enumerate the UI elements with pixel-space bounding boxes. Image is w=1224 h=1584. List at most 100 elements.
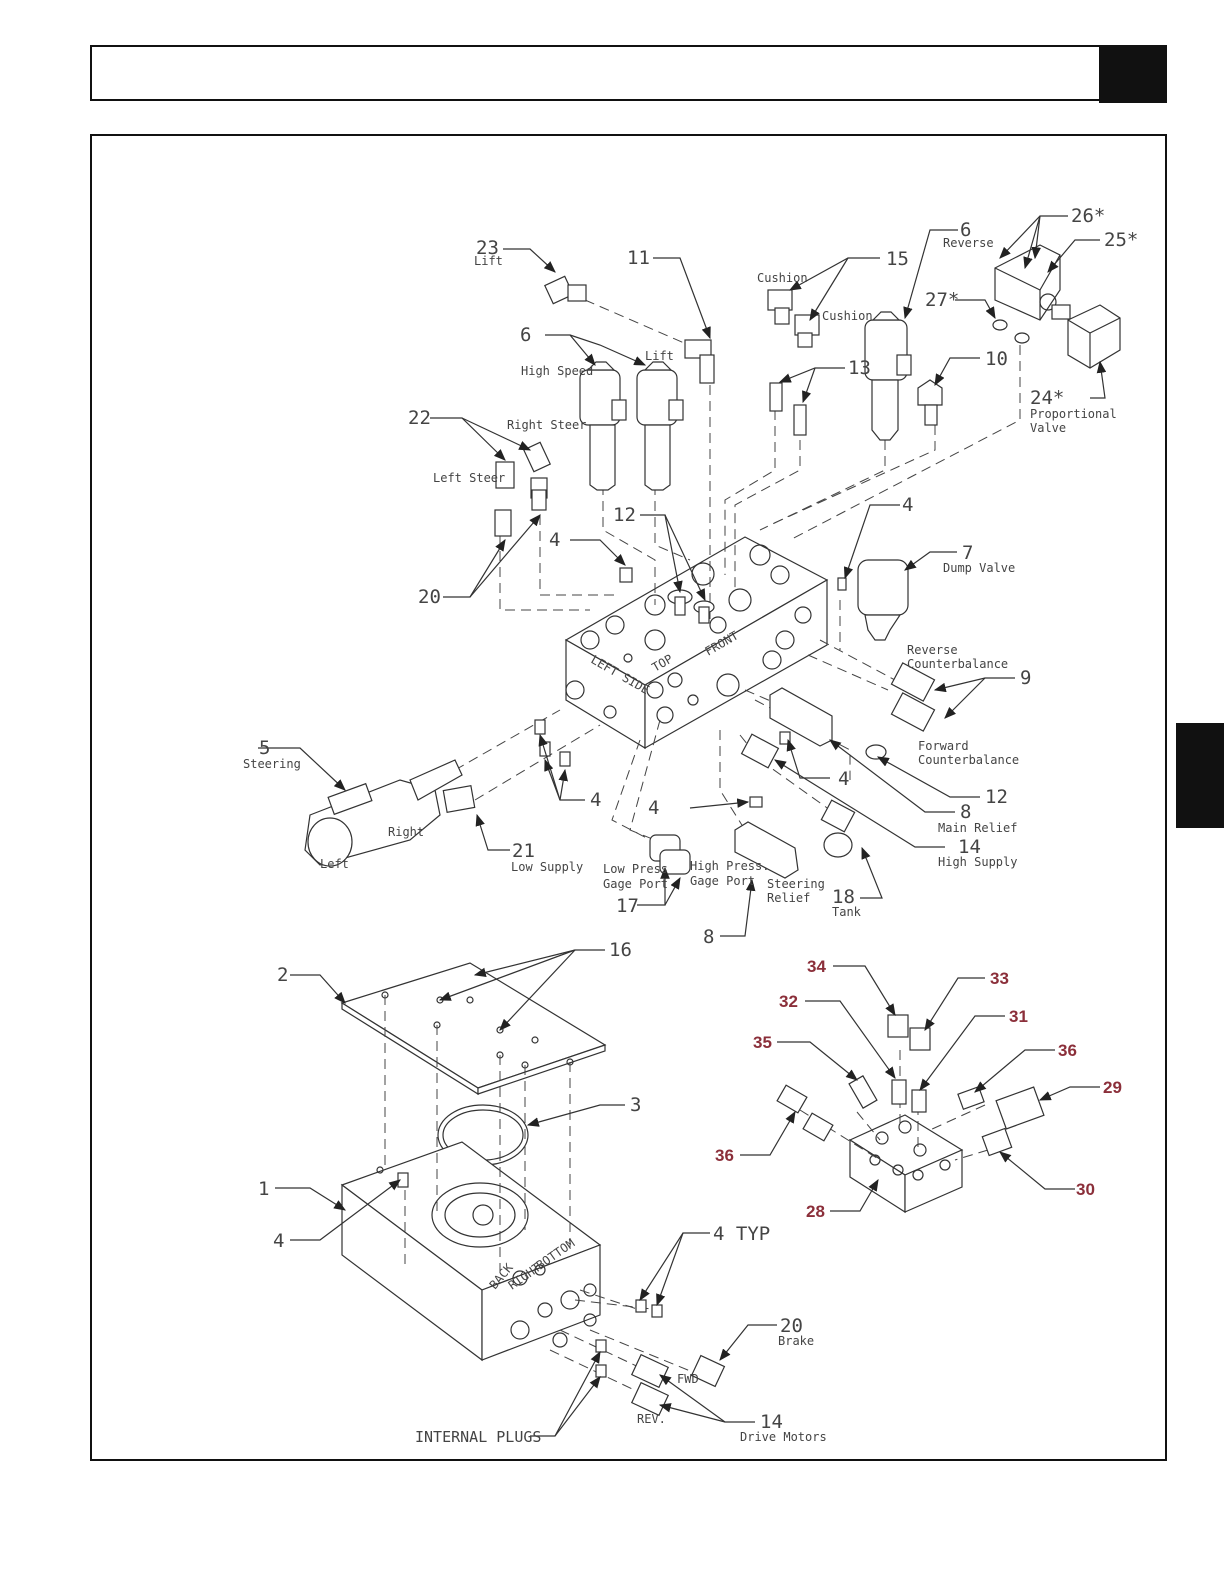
label-gage-port-b: Gage Port (690, 874, 755, 888)
o-ring-27b (1014, 332, 1030, 344)
lower-assembly: BACK BOTTOM RIGHT (340, 962, 726, 1417)
callout-labels: 23 Lift 11 6 High Speed Lift Cushion 15 … (243, 205, 1138, 1446)
callout-30: 30 (1076, 1180, 1095, 1199)
label-low-press: Low Press (603, 862, 668, 876)
proportional-valve-24 (1051, 304, 1121, 369)
label-steering-relief-b: Relief (767, 891, 810, 905)
callout-2: 2 (277, 964, 288, 986)
callout-34: 34 (807, 957, 826, 976)
fitting-21-low-supply (442, 785, 476, 813)
callout-10: 10 (985, 348, 1008, 370)
callout-18: 18 (832, 886, 855, 908)
callout-4d: 4 (838, 768, 849, 790)
callout-4-typ: 4 TYP (713, 1223, 770, 1245)
callout-33: 33 (990, 969, 1009, 988)
fitting-31 (911, 1089, 927, 1113)
callout-28: 28 (806, 1202, 825, 1221)
label-rev: REV. (637, 1412, 666, 1426)
plug-4-typ-b (651, 1304, 663, 1318)
callout-26: 26* (1071, 205, 1105, 227)
label-left-steer: Left Steer (433, 471, 505, 485)
check-12-top (667, 589, 715, 624)
label-lift-6: Lift (645, 349, 674, 363)
label-counterbalance-a: Counterbalance (907, 657, 1008, 671)
callout-4b: 4 (902, 494, 913, 516)
plug-4-top (619, 567, 633, 583)
drive-motor-fitting-fwd (630, 1353, 670, 1389)
label-left: Left (320, 857, 349, 871)
callout-24: 24* (1030, 387, 1064, 409)
callout-17: 17 (616, 895, 639, 917)
steering-valve-5 (304, 759, 463, 867)
header-tab (1099, 45, 1167, 103)
callout-15: 15 (886, 248, 909, 270)
valve-6-lift (636, 361, 684, 491)
callout-21: 21 (512, 840, 535, 862)
callout-14a: 14 (958, 836, 981, 858)
fitting-36-right (957, 1085, 985, 1111)
callout-14b: 14 (760, 1411, 783, 1433)
diagram-frame (90, 134, 1167, 1461)
callout-12a: 12 (613, 504, 636, 526)
callout-5: 5 (259, 737, 270, 759)
callout-25: 25* (1104, 229, 1138, 251)
callout-4e: 4 (648, 797, 659, 819)
callout-4c: 4 (590, 789, 601, 811)
label-low-supply: Low Supply (511, 860, 583, 874)
label-steering: Steering (243, 757, 301, 771)
fitting-32 (891, 1079, 907, 1105)
fitting-14-high-supply (740, 733, 780, 769)
callout-6a: 6 (520, 324, 531, 346)
callout-16: 16 (609, 939, 632, 961)
fitting-22-steer (494, 441, 552, 537)
fitting-35 (848, 1075, 878, 1109)
label-internal-plugs: INTERNAL PLUGS (415, 1428, 541, 1446)
label-counterbalance-b: Counterbalance (918, 753, 1019, 767)
label-right-steer: Right Steer (507, 418, 586, 432)
plug-4-lower (779, 731, 791, 745)
fitting-30 (981, 1127, 1013, 1157)
callout-23: 23 (476, 237, 499, 259)
red-callout-labels: 34 33 32 31 35 36 29 36 30 28 (715, 957, 1122, 1221)
callout-8a: 8 (960, 801, 971, 823)
label-lift-23: Lift (474, 254, 503, 268)
drive-motor-fitting-rev (630, 1381, 670, 1417)
callout-36b: 36 (715, 1146, 734, 1165)
secondary-manifold-assembly (776, 1014, 1045, 1214)
callout-32: 32 (779, 992, 798, 1011)
check-12-lower (865, 744, 887, 760)
steering-relief-8 (734, 821, 799, 879)
callout-8b: 8 (703, 926, 714, 948)
callout-4f: 4 (273, 1230, 284, 1252)
gage-port-17 (649, 834, 691, 875)
fitting-36-left (776, 1084, 808, 1114)
fitting-23-lift-elbow (544, 275, 587, 305)
label-fwd: FWD (677, 1372, 699, 1386)
callout-6b: 6 (960, 219, 971, 241)
callout-29: 29 (1103, 1078, 1122, 1097)
callout-7: 7 (962, 542, 973, 564)
callout-27: 27* (925, 289, 959, 311)
label-tank: Tank (832, 905, 862, 919)
dump-valve-7 (857, 559, 909, 641)
plug-4-typ-a (635, 1299, 647, 1313)
callout-13: 13 (848, 357, 871, 379)
callout-35: 35 (753, 1033, 772, 1052)
plug-4-right (837, 577, 847, 591)
label-dump-valve: Dump Valve (943, 561, 1015, 575)
o-ring-27a (992, 319, 1008, 331)
callout-3: 3 (630, 1094, 641, 1116)
plug-10 (917, 379, 943, 426)
valve-6-high-speed (579, 361, 627, 491)
callout-4a: 4 (549, 529, 560, 551)
label-brake: Brake (778, 1334, 814, 1348)
fitting-36-left-b (802, 1112, 834, 1142)
label-proportional: Proportional (1030, 407, 1117, 421)
fitting-18-tank (820, 799, 856, 858)
callout-11: 11 (627, 247, 650, 269)
label-cushion-a: Cushion (757, 271, 808, 285)
label-reverse-cb: Reverse (907, 643, 958, 657)
label-main-relief: Main Relief (938, 821, 1017, 835)
callout-36a: 36 (1058, 1041, 1077, 1060)
